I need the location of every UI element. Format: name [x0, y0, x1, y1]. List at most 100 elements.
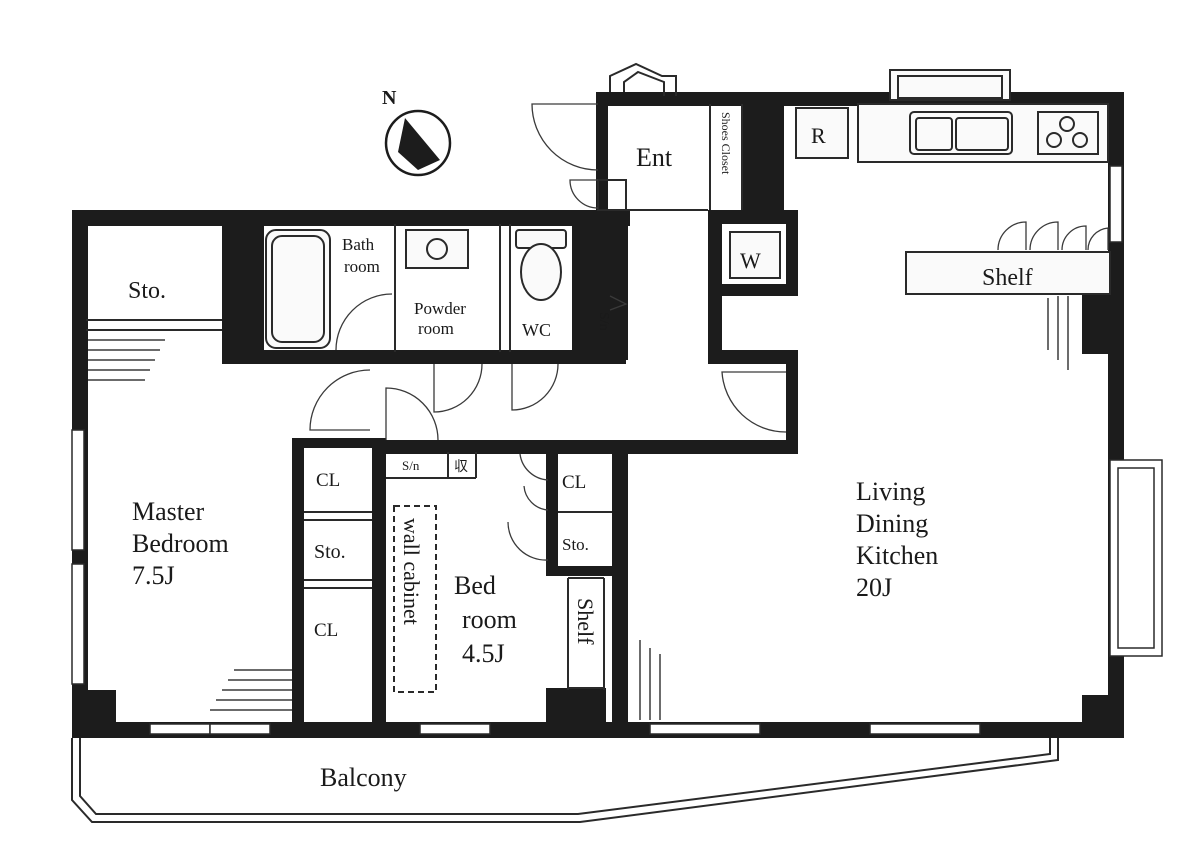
door-bed: [385, 387, 439, 441]
wall-hall-bottom: [380, 440, 798, 454]
bathroom-label-1: Bath: [342, 235, 375, 254]
master-bedroom-label-1: Master: [132, 497, 205, 526]
washer-label: W: [740, 248, 761, 273]
wall-entrance-top: [596, 92, 706, 106]
wall-top-left: [72, 210, 630, 226]
bathtub-inner: [271, 235, 325, 343]
wall-cabinet-label: wall cabinet: [399, 518, 424, 625]
entrance-porch-outline: [609, 62, 677, 96]
bathtub: [265, 229, 331, 349]
washer-box: [729, 231, 781, 279]
wall-cl-top: [292, 438, 384, 448]
door-bath: [335, 293, 393, 351]
entrance-small-box: [597, 179, 627, 211]
door-closet-bed-2: [523, 485, 549, 511]
ldk-label-4: 20J: [856, 573, 892, 602]
shelf-kitchen-door-3: [1061, 225, 1087, 251]
sink-bowl-right: [955, 117, 1009, 151]
door-master: [309, 369, 371, 431]
ldk-label-3: Kitchen: [856, 541, 938, 570]
windows: [71, 165, 1163, 735]
stove: [1037, 111, 1099, 155]
shoes-closet-label: Shoes Closet: [719, 112, 733, 175]
room-labels: Ent Shoes Closet Bath room Powder room W…: [128, 112, 938, 668]
window-bottom-2: [209, 723, 271, 735]
wall-closet-right: [372, 438, 386, 728]
wet-area: [265, 229, 567, 349]
pillar-bed: [546, 688, 606, 734]
wall-washer-right: [786, 210, 798, 296]
balcony-outline-outer: [71, 738, 1059, 823]
refrigerator-box: [795, 107, 849, 159]
door-closet-bed-1: [519, 453, 549, 481]
wall-washer-box: [708, 210, 798, 224]
wall-wet-bottom: [222, 350, 626, 364]
wc-label: WC: [522, 320, 551, 340]
bedroom-label-3: 4.5J: [462, 639, 505, 668]
wall-bed-closet-left: [546, 452, 558, 576]
stove-burner-1: [1046, 132, 1062, 148]
pillar-left-bottom: [76, 690, 116, 734]
pillar-right-top: [1082, 292, 1122, 354]
door-wc: [511, 363, 559, 411]
door-sn-hall: [609, 295, 628, 311]
balcony-label: Balcony: [320, 763, 407, 792]
wall-ldk-left: [612, 440, 628, 736]
master-bedroom-hatch: [88, 296, 1069, 720]
washer-area: W: [729, 231, 781, 279]
small-storage-label: S/n: [402, 458, 420, 473]
wall-washer-bottom: [708, 284, 798, 296]
wall-ldk-left-upper: [786, 350, 798, 454]
door-powder: [433, 363, 483, 413]
wall-master-right: [292, 438, 304, 728]
window-kitchen-side: [1109, 165, 1123, 243]
partitions: [86, 104, 743, 690]
door-entrance-small: [569, 179, 599, 209]
compass-north-label: N: [382, 87, 397, 109]
storage-master-label: Sto.: [128, 278, 166, 304]
closet-3-label: CL: [562, 472, 586, 493]
storage-bed-label: Sto.: [562, 535, 589, 554]
stove-burner-3: [1059, 116, 1075, 132]
wall-sto-bottom: [546, 566, 616, 576]
closet-2-label: CL: [314, 620, 338, 641]
ldk-label-2: Dining: [856, 509, 928, 538]
ldk-label-1: Living: [856, 477, 925, 506]
interior-walls: [222, 210, 798, 736]
shelf-kitchen-door-2: [1029, 221, 1059, 251]
sink: [909, 111, 1013, 155]
compass-needle: [398, 118, 440, 170]
shelf-bed-label: Shelf: [573, 598, 598, 645]
window-bottom-4: [649, 723, 761, 735]
pillar-right-bottom: [1082, 695, 1122, 735]
washbasin-bowl: [426, 238, 448, 260]
stove-burner-2: [1072, 132, 1088, 148]
door-sto-bed: [507, 521, 549, 561]
window-bottom-3: [419, 723, 491, 735]
sink-bowl-left: [915, 117, 953, 151]
toilet-bowl: [520, 243, 562, 301]
shelf-kitchen-door-1: [997, 221, 1027, 251]
bedroom-label-2: room: [462, 605, 517, 634]
powder-room-label-1: Powder: [414, 299, 466, 318]
window-ldk-bay-inner: [1117, 467, 1155, 649]
wall-bath-left: [222, 222, 264, 360]
closet-1-label: CL: [316, 470, 340, 491]
master-bedroom-label-2: Bedroom: [132, 529, 229, 558]
entrance-porch-inner: [623, 70, 665, 96]
window-master-left-2: [71, 563, 85, 685]
compass-circle: [384, 109, 452, 177]
door-entrance: [531, 103, 599, 171]
master-bedroom-label-3: 7.5J: [132, 561, 175, 590]
shelf-kitchen-box: [905, 251, 1111, 295]
window-bottom-5: [869, 723, 981, 735]
kitchen-counter: [857, 103, 1109, 163]
doors: [309, 103, 787, 561]
kitchen-hood-inner: [897, 75, 1003, 99]
shelf-kitchen-label: Shelf: [982, 265, 1033, 291]
shelf-kitchen-door-4: [1087, 227, 1109, 251]
window-master-left: [71, 429, 85, 551]
washbasin: [405, 229, 469, 269]
refrigerator-label: R: [811, 123, 826, 148]
